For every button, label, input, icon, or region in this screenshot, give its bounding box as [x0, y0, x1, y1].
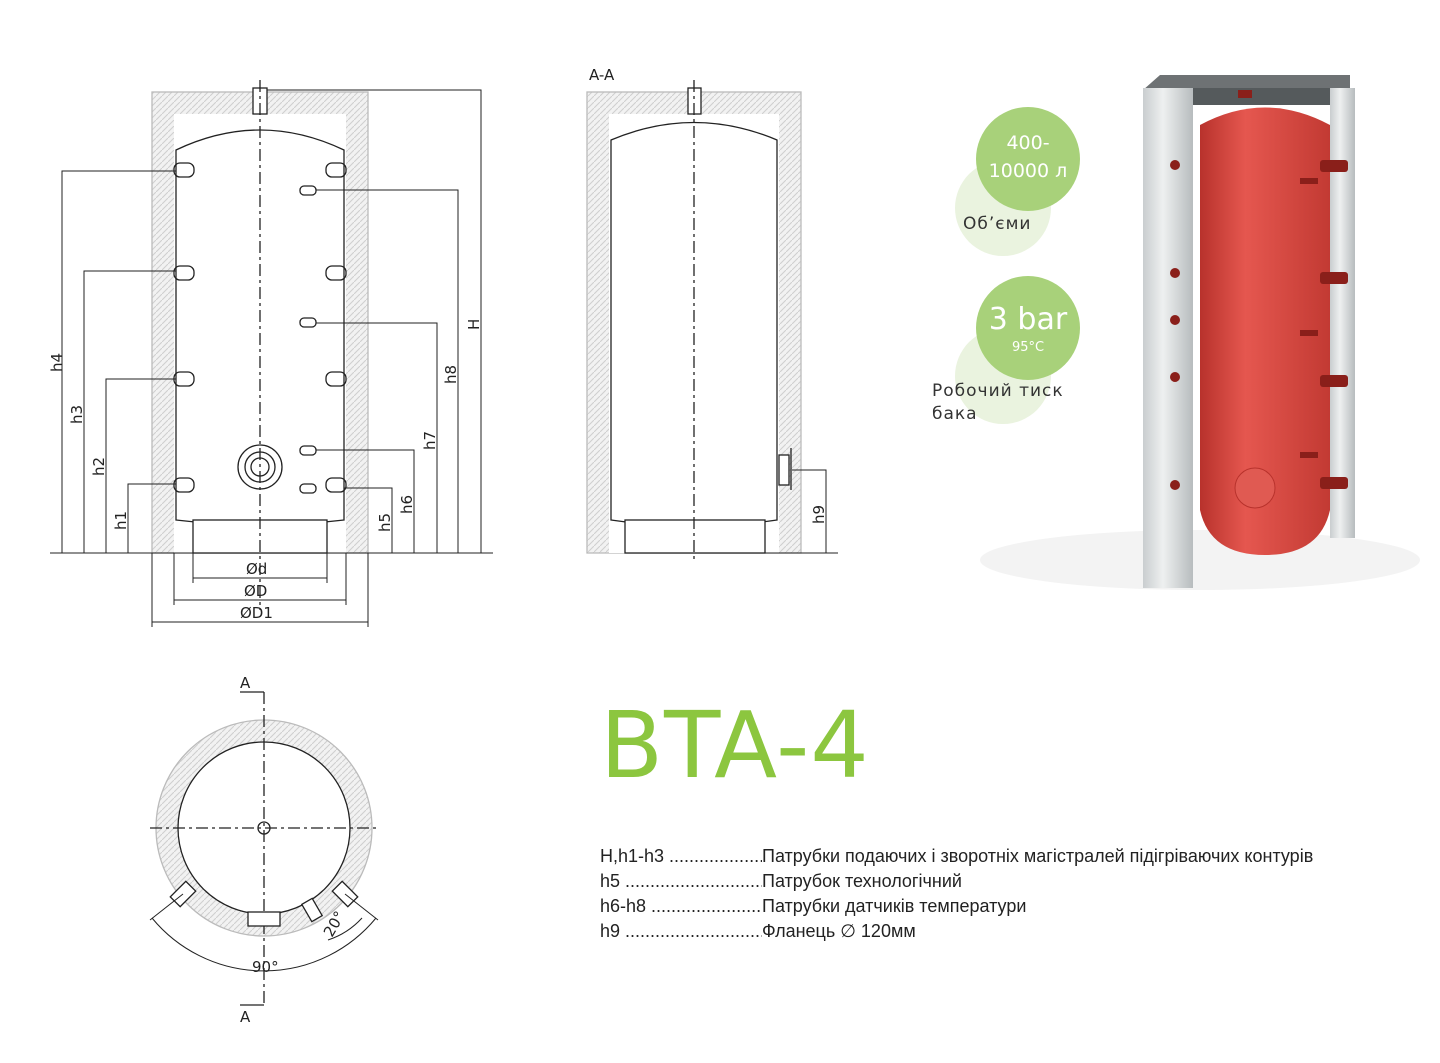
- legend-row: h9Фланець ∅ 120мм: [600, 919, 1313, 944]
- pressure-value: 3 bar: [988, 302, 1068, 337]
- plan-view: [149, 691, 380, 1006]
- volume-badge: [976, 107, 1080, 211]
- front-dimension-labels: h4 h3 h2 h1 h5 h6 h7 h8 H Ød ØD ØD1: [48, 319, 483, 622]
- dim-D1: ØD1: [240, 604, 273, 622]
- dim-h8: h8: [442, 365, 460, 384]
- volume-caption: Об’єми: [963, 214, 1032, 234]
- cut-label-bottom: A: [240, 1008, 251, 1026]
- legend-text: Патрубки подаючих і зворотніх магістрале…: [762, 846, 1314, 866]
- legend-code: H,h1-h3: [600, 844, 762, 869]
- legend-code: h9: [600, 919, 762, 944]
- tank-product-image: [980, 75, 1420, 590]
- temperature-value: 95°C: [1011, 340, 1045, 355]
- legend: H,h1-h3Патрубки подаючих і зворотніх маг…: [600, 844, 1313, 944]
- volume-value-line1: 400-: [1006, 132, 1050, 154]
- dim-h6: h6: [398, 495, 416, 514]
- legend-text: Фланець ∅ 120мм: [762, 921, 916, 941]
- dim-h7: h7: [421, 431, 439, 450]
- pressure-caption-line2: бака: [932, 404, 978, 424]
- legend-row: H,h1-h3Патрубки подаючих і зворотніх маг…: [600, 844, 1313, 869]
- dim-h4: h4: [48, 353, 66, 372]
- nozzles: [173, 162, 347, 494]
- dim-h2: h2: [90, 457, 108, 476]
- dim-h1: h1: [112, 511, 130, 530]
- cut-label-top: A: [240, 674, 251, 692]
- model-title: BTA-4: [600, 692, 870, 799]
- legend-text: Патрубок технологічний: [762, 871, 962, 891]
- legend-row: h5Патрубок технологічний: [600, 869, 1313, 894]
- dim-H: H: [465, 319, 483, 330]
- dim-D: ØD: [244, 582, 267, 600]
- legend-code: h6-h8: [600, 894, 762, 919]
- pressure-caption-line1: Робочий тиск: [932, 381, 1064, 401]
- dim-h5: h5: [376, 513, 394, 532]
- dim-h9: h9: [810, 505, 828, 524]
- dim-d: Ød: [246, 560, 267, 578]
- volume-value-line2: 10000 л: [988, 160, 1068, 182]
- front-view: [50, 80, 493, 627]
- dim-h3: h3: [68, 405, 86, 424]
- legend-text: Патрубки датчиків температури: [762, 896, 1027, 916]
- legend-code: h5: [600, 869, 762, 894]
- legend-row: h6-h8Патрубки датчиків температури: [600, 894, 1313, 919]
- section-view: [586, 80, 838, 560]
- section-label: A-A: [589, 66, 615, 84]
- angle-90-label: 90°: [252, 958, 279, 976]
- pressure-badge: [976, 276, 1080, 380]
